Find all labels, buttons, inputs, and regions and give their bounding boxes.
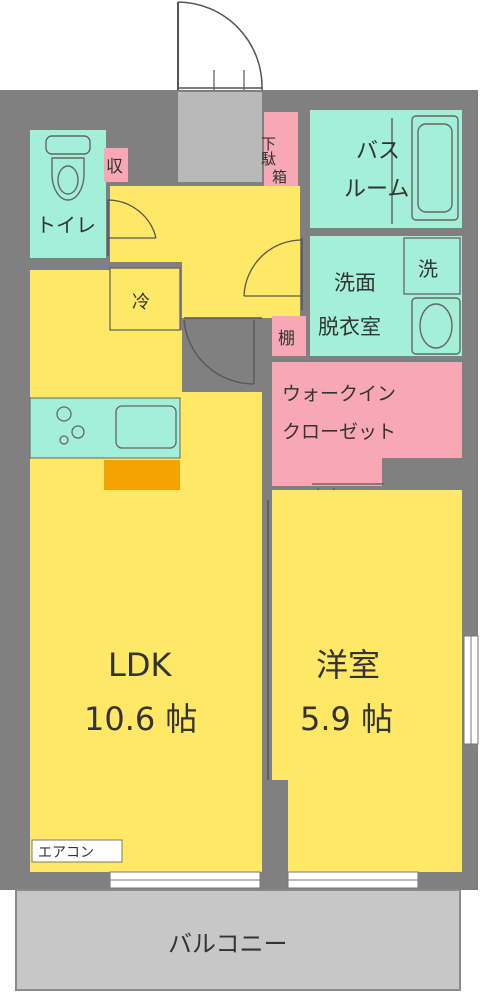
walkin-closet-alcove bbox=[272, 456, 382, 486]
label-ldk-name: LDK bbox=[108, 646, 172, 684]
kitchen-counter bbox=[29, 397, 181, 459]
label-balcony: バルコニー bbox=[168, 930, 288, 958]
label-storage-small: 収 bbox=[106, 157, 123, 177]
bathtub-icon bbox=[411, 115, 459, 221]
balcony bbox=[15, 889, 461, 991]
fridge bbox=[109, 267, 181, 331]
label-ldk-size: 10.6 帖 bbox=[84, 700, 197, 738]
label-shoe-box-1: 下駄 bbox=[259, 136, 277, 166]
window-side bbox=[463, 635, 479, 745]
bath-room bbox=[310, 110, 462, 228]
toilet-door-swing bbox=[107, 199, 157, 239]
kitchen-sink-icon bbox=[115, 405, 177, 449]
label-western-size: 5.9 帖 bbox=[300, 700, 393, 738]
entrance-door bbox=[177, 1, 263, 91]
window-ldk bbox=[109, 871, 261, 889]
hallway bbox=[110, 186, 300, 318]
shoe-box bbox=[264, 112, 298, 186]
label-shelf: 棚 bbox=[278, 329, 295, 349]
ldk-door-swing bbox=[183, 319, 255, 385]
shelf bbox=[272, 316, 306, 356]
western-room bbox=[272, 490, 462, 872]
genkan bbox=[178, 92, 262, 182]
aircon-box bbox=[31, 839, 123, 863]
label-toilet: トイレ bbox=[36, 213, 96, 237]
label-washroom-1: 洗面 bbox=[334, 271, 376, 295]
label-bath-2: ルーム bbox=[344, 177, 409, 202]
label-walkin-1: ウォークイン bbox=[282, 383, 396, 405]
label-western-name: 洋室 bbox=[316, 646, 380, 684]
label-aircon: エアコン bbox=[38, 845, 94, 861]
washer-space bbox=[403, 237, 461, 295]
stove-icon bbox=[56, 406, 85, 445]
sink-icon bbox=[411, 297, 461, 355]
label-fridge: 冷 bbox=[132, 292, 150, 313]
counter-cabinet bbox=[104, 460, 180, 490]
label-bath-1: バス bbox=[356, 139, 400, 164]
toilet-icon bbox=[45, 135, 91, 201]
washroom-door-swing bbox=[243, 239, 303, 297]
label-shoe-box-2: 箱 bbox=[272, 168, 287, 186]
walkin-closet bbox=[272, 362, 462, 458]
window-western bbox=[287, 871, 419, 889]
label-washroom-2: 脱衣室 bbox=[318, 315, 381, 339]
label-washer: 洗 bbox=[418, 257, 438, 281]
storage-small bbox=[104, 148, 128, 182]
label-walkin-2: クローゼット bbox=[282, 421, 396, 443]
